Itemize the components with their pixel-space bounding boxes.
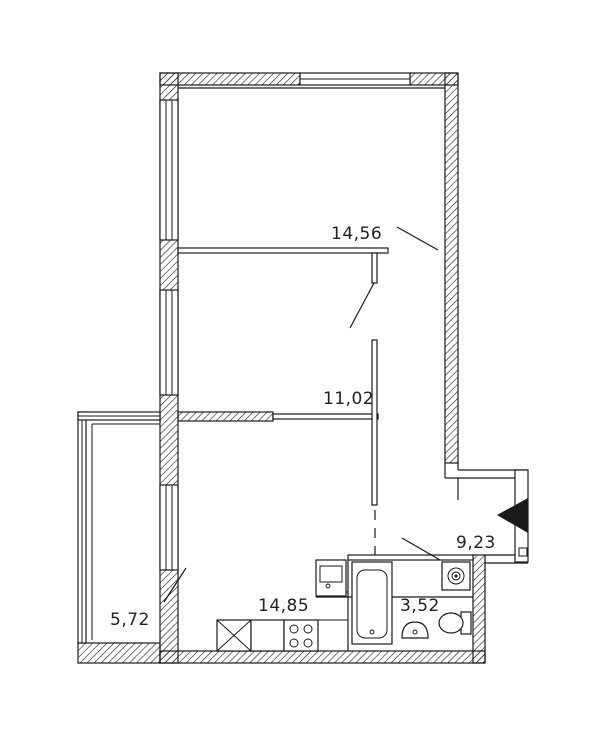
balcony-floor-wall <box>77 642 161 664</box>
area-label-hallway: 9,23 <box>456 533 496 553</box>
window-left-lower <box>159 484 179 571</box>
wall-bottom <box>159 650 486 664</box>
window-left-middle <box>159 289 179 396</box>
kitchen-stove <box>250 619 319 652</box>
partition-upper <box>177 247 389 254</box>
area-label-kitchen: 14,85 <box>258 596 309 616</box>
partition-vertical-lower <box>371 339 378 506</box>
window-top <box>299 72 411 86</box>
area-label-balcony: 5,72 <box>110 610 150 630</box>
washing-machine <box>441 561 471 591</box>
entrance <box>457 469 529 563</box>
partitions <box>177 247 474 651</box>
wall-bathroom-right <box>472 554 486 664</box>
bathroom-partition-top <box>347 554 474 561</box>
window-left-upper <box>159 99 179 241</box>
area-label-bathroom: 3,52 <box>400 596 440 616</box>
entrance-arrow-icon <box>497 498 528 533</box>
area-label-room-top: 14,56 <box>331 224 382 244</box>
fixtures <box>216 559 472 652</box>
partition-vertical-upper <box>371 252 378 284</box>
kitchen-cabinet <box>216 619 252 652</box>
balcony <box>77 411 161 664</box>
washbasin <box>401 621 429 639</box>
area-label-room-middle: 11,02 <box>323 389 374 409</box>
bathtub <box>351 561 393 645</box>
area-labels: 14,56 11,02 9,23 3,52 14,85 5,72 <box>110 224 496 630</box>
toilet <box>438 611 472 635</box>
partition-lower <box>177 411 274 422</box>
door-leaf <box>349 282 375 329</box>
kitchen-sink <box>315 559 347 597</box>
wall-top-left <box>159 72 301 86</box>
leader-lines <box>163 226 441 603</box>
wall-right <box>444 72 459 464</box>
